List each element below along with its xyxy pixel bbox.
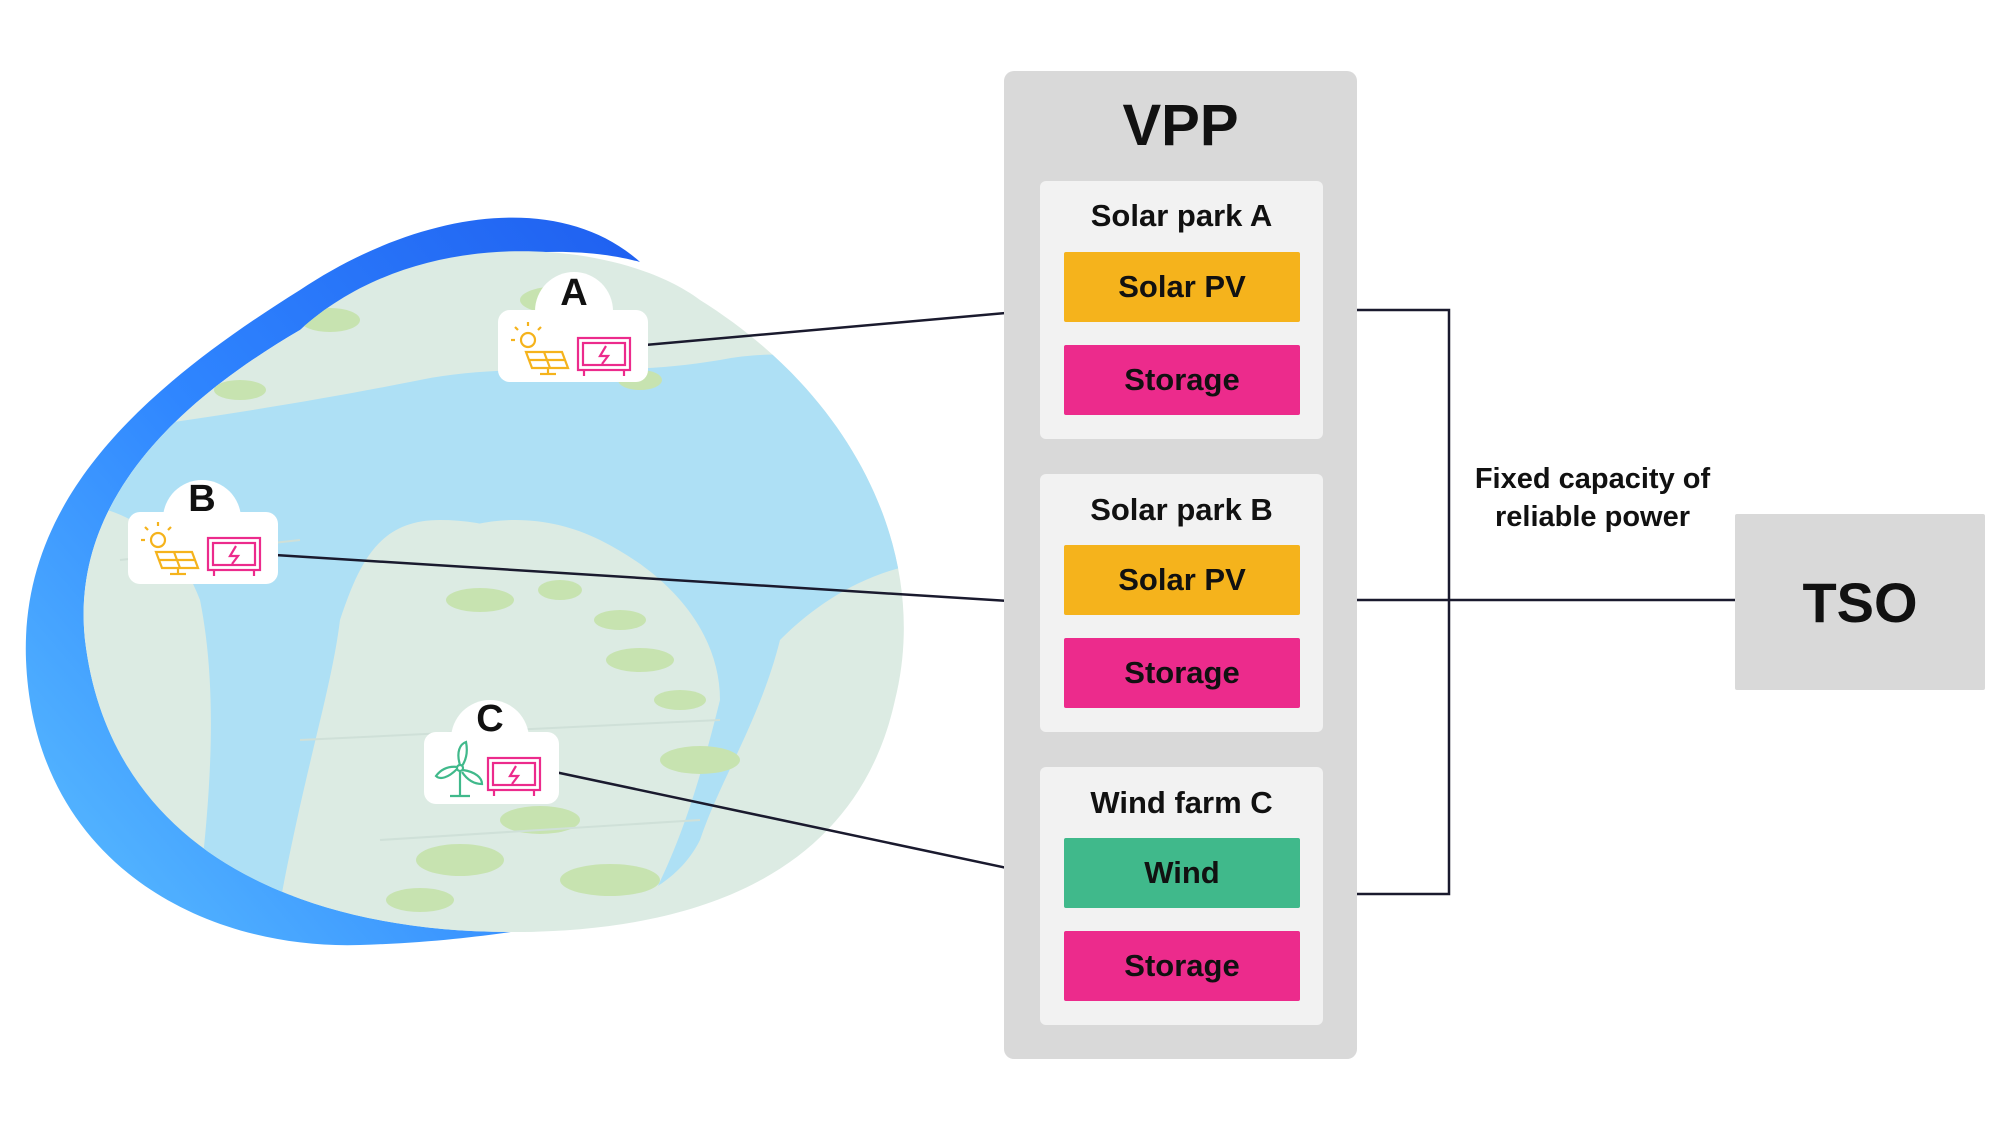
wind-box-c: Wind xyxy=(1064,838,1300,908)
map-water-shape xyxy=(83,354,904,933)
connection-label: Fixed capacity of reliable power xyxy=(1474,463,1711,533)
park-title-b: Solar park B xyxy=(1090,492,1273,527)
solar-icon xyxy=(511,322,570,376)
storage-box-a: Storage xyxy=(1064,345,1300,415)
wind-turbine-icon xyxy=(434,740,484,798)
bus-line xyxy=(1322,308,1451,896)
connector-c xyxy=(554,770,1041,877)
solar-pv-box-a: Solar PV xyxy=(1064,252,1300,322)
park-title-c: Wind farm C xyxy=(1090,785,1273,820)
vpp-title: VPP xyxy=(1122,93,1239,158)
site-c-letter: C xyxy=(476,698,504,740)
site-b-letter: B xyxy=(188,478,216,520)
connector-b xyxy=(274,553,1041,605)
battery-icon xyxy=(486,756,542,796)
park-title-a: Solar park A xyxy=(1090,198,1273,233)
storage-box-b: Storage xyxy=(1064,638,1300,708)
battery-icon xyxy=(576,336,632,376)
storage-box-c: Storage xyxy=(1064,931,1300,1001)
tso-box: TSO xyxy=(1735,514,1985,690)
site-a-letter: A xyxy=(560,272,588,314)
solar-icon xyxy=(141,522,200,576)
solar-pv-box-b: Solar PV xyxy=(1064,545,1300,615)
blue-blob-shape xyxy=(25,217,640,946)
battery-icon xyxy=(206,536,262,576)
connector-a xyxy=(644,308,1041,347)
